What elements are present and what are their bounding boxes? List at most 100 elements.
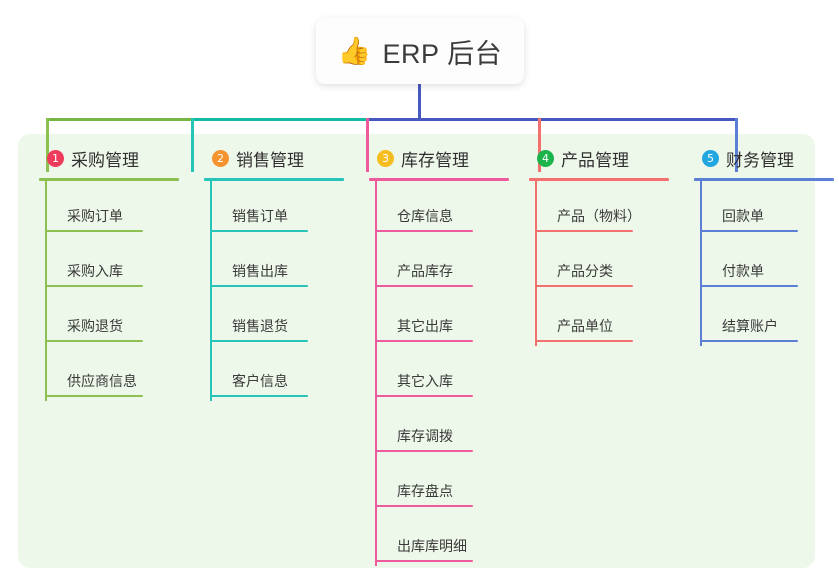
leaf-label: 回款单 [722,208,764,224]
leaf-node[interactable]: 产品分类 [535,236,669,291]
branch-header-rule [39,178,179,181]
branch-spine [210,181,212,401]
leaf-label: 产品库存 [397,263,453,279]
branch-drop-4 [538,118,541,172]
leaf-rule [375,560,473,562]
leaf-label: 库存盘点 [397,483,453,499]
leaf-rule [210,395,308,397]
branch-header-rule [694,178,834,181]
leaf-node[interactable]: 产品（物料） [535,181,669,236]
branch-body: 采购订单采购入库采购退货供应商信息 [45,181,179,401]
leaf-label: 采购退货 [67,318,123,334]
branch-body: 仓库信息产品库存其它出库其它入库库存调拨库存盘点出库库明细 [375,181,509,566]
branch-header-rule [529,178,669,181]
leaf-rule [210,340,308,342]
leaf-rule [45,340,143,342]
trunk-segment-green [46,118,191,121]
root-stem [418,84,421,121]
branch-spine [700,181,702,346]
branch-body: 销售订单销售出库销售退货客户信息 [210,181,344,401]
leaf-label: 销售出库 [232,263,288,279]
leaf-node[interactable]: 采购入库 [45,236,179,291]
leaf-rule [700,230,798,232]
leaf-rule [535,340,633,342]
leaf-node[interactable]: 采购退货 [45,291,179,346]
branch-column-2: 2 销售管理销售订单销售出库销售退货客户信息 [192,146,344,401]
leaf-node[interactable]: 付款单 [700,236,834,291]
leaf-node[interactable]: 其它出库 [375,291,509,346]
leaf-rule [45,285,143,287]
branch-body: 回款单付款单结算账户 [700,181,834,346]
leaf-node[interactable]: 产品单位 [535,291,669,346]
leaf-rule [210,230,308,232]
branch-header-rule [204,178,344,181]
leaf-label: 其它出库 [397,318,453,334]
branch-number-badge: 5 [702,149,719,167]
branch-drop-2 [191,118,194,172]
branch-drop-1 [46,118,49,172]
leaf-label: 其它入库 [397,373,453,389]
leaf-node[interactable]: 客户信息 [210,346,344,401]
branch-header-3[interactable]: 3 库存管理 [357,146,509,170]
leaf-rule [375,505,473,507]
branch-spine [535,181,537,346]
branch-spine [45,181,47,401]
leaf-rule [45,230,143,232]
root-node[interactable]: 👍 ERP 后台 [316,18,524,84]
leaf-rule [700,340,798,342]
leaf-rule [535,285,633,287]
leaf-node[interactable]: 库存盘点 [375,456,509,511]
leaf-node[interactable]: 销售出库 [210,236,344,291]
leaf-node[interactable]: 回款单 [700,181,834,236]
thumbs-up-icon: 👍 [337,35,372,67]
leaf-rule [535,230,633,232]
leaf-node[interactable]: 出库库明细 [375,511,509,566]
leaf-label: 结算账户 [722,318,778,334]
leaf-rule [45,395,143,397]
branch-title: 库存管理 [401,150,469,170]
branch-spine [375,181,377,566]
leaf-node[interactable]: 仓库信息 [375,181,509,236]
trunk-segment-indigo [368,118,738,121]
leaf-node[interactable]: 其它入库 [375,346,509,401]
leaf-rule [375,285,473,287]
root-title: ERP 后台 [382,38,503,69]
branch-header-2[interactable]: 2 销售管理 [192,146,344,170]
leaf-node[interactable]: 库存调拨 [375,401,509,456]
branch-drop-5 [735,118,738,172]
branch-title: 采购管理 [71,150,139,170]
leaf-node[interactable]: 产品库存 [375,236,509,291]
trunk-segment-teal [191,118,368,121]
leaf-node[interactable]: 采购订单 [45,181,179,236]
leaf-label: 供应商信息 [67,373,137,389]
branch-number-badge: 2 [212,149,229,167]
leaf-label: 客户信息 [232,373,288,389]
leaf-rule [375,340,473,342]
leaf-rule [700,285,798,287]
leaf-rule [375,450,473,452]
leaf-label: 出库库明细 [397,538,467,554]
leaf-node[interactable]: 销售订单 [210,181,344,236]
branch-title: 产品管理 [561,150,629,170]
leaf-label: 采购订单 [67,208,123,224]
leaf-label: 产品单位 [557,318,613,334]
leaf-node[interactable]: 结算账户 [700,291,834,346]
leaf-label: 产品分类 [557,263,613,279]
leaf-label: 销售退货 [232,318,288,334]
leaf-label: 库存调拨 [397,428,453,444]
leaf-label: 产品（物料） [557,208,641,224]
leaf-rule [210,285,308,287]
branch-title: 销售管理 [236,150,304,170]
leaf-label: 销售订单 [232,208,288,224]
leaf-rule [375,230,473,232]
leaf-node[interactable]: 供应商信息 [45,346,179,401]
leaf-node[interactable]: 销售退货 [210,291,344,346]
branch-number-badge: 3 [377,149,394,167]
